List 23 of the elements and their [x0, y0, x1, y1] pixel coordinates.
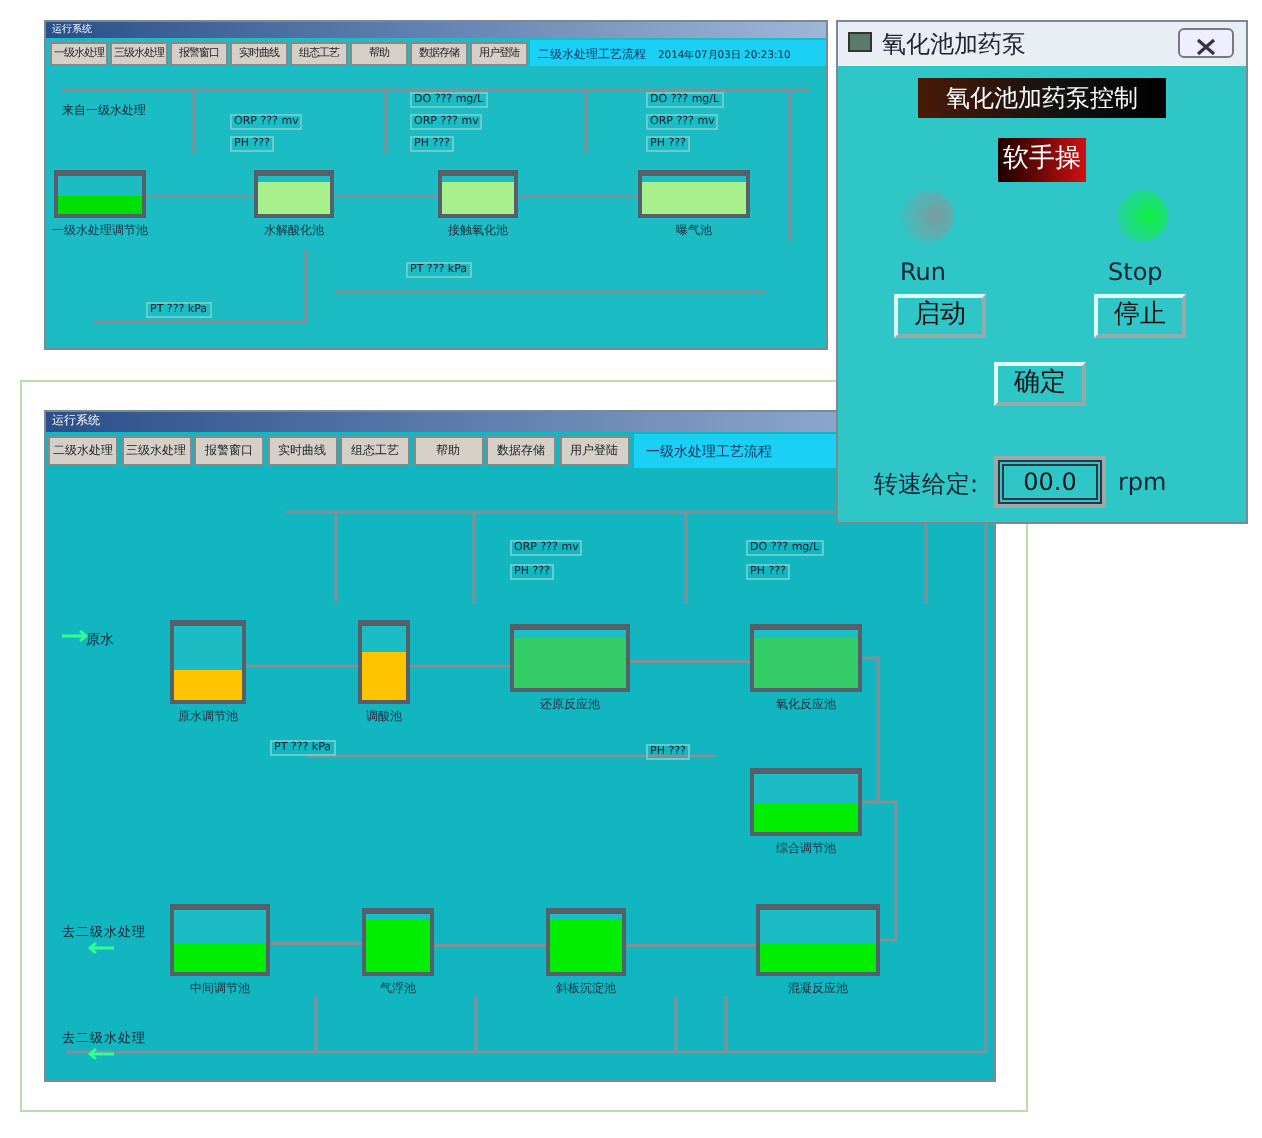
pipe: [626, 943, 756, 947]
pipe: [246, 664, 358, 668]
pipe: [146, 194, 254, 198]
app-window: [44, 20, 828, 350]
pipe: [270, 942, 362, 946]
push-button: 确定: [994, 362, 1086, 406]
mode-button: 软手操: [998, 138, 1086, 182]
pipe: [862, 800, 898, 942]
pipe: [630, 659, 750, 663]
app-window: [836, 20, 1248, 524]
pipe: [334, 194, 438, 198]
input-field: 00.0: [998, 460, 1102, 504]
pipe: [410, 664, 510, 668]
panel-heading: 氧化池加药泵控制: [918, 78, 1166, 118]
label-text: Run: [900, 258, 947, 286]
label-text: 转速给定:: [874, 468, 979, 502]
label-text: Stop: [1108, 258, 1163, 286]
label-text: rpm: [1118, 468, 1167, 496]
pipe: [862, 656, 880, 804]
push-button: 停止: [1094, 294, 1186, 338]
pipe: [434, 943, 546, 947]
pipe: [518, 194, 638, 198]
push-button: 启动: [894, 294, 986, 338]
